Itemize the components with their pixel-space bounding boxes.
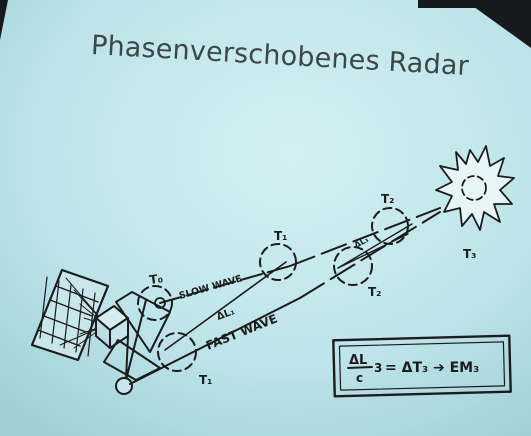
formula-box bbox=[332, 334, 512, 398]
label-t2-lower: T₂ bbox=[368, 285, 381, 299]
wavefront-t1-upper bbox=[259, 243, 297, 281]
antenna-array bbox=[30, 268, 110, 362]
label-t2-upper: T₂ bbox=[381, 192, 394, 206]
label-t0: T₀ bbox=[148, 271, 163, 287]
wavefront-t2-lower bbox=[333, 246, 373, 286]
beams bbox=[129, 207, 441, 385]
label-slow-wave: SLOW WAVE bbox=[178, 273, 244, 301]
label-t3: T₃ bbox=[463, 247, 476, 261]
wavefront-t0 bbox=[137, 285, 173, 321]
projector-screen-dark-corner bbox=[418, 0, 531, 8]
label-t1-lower: T₁ bbox=[199, 373, 212, 387]
formula-rhs: = ΔT₃ ➔ EM₃ bbox=[385, 360, 479, 376]
target-explosion bbox=[435, 145, 515, 231]
wavefront-t1-lower bbox=[157, 332, 197, 372]
label-t1-upper: T₁ bbox=[274, 229, 287, 243]
label-delta-l1: ΔL₁ bbox=[215, 306, 236, 323]
formula-numerator: ΔL bbox=[349, 353, 367, 368]
wavefront-circles bbox=[137, 207, 409, 372]
label-fast-wave: FAST WAVE bbox=[204, 311, 280, 352]
formula-denominator: c bbox=[356, 371, 363, 385]
formula-subscript: 3 bbox=[374, 361, 382, 375]
wavefront-t2-upper bbox=[371, 207, 409, 245]
